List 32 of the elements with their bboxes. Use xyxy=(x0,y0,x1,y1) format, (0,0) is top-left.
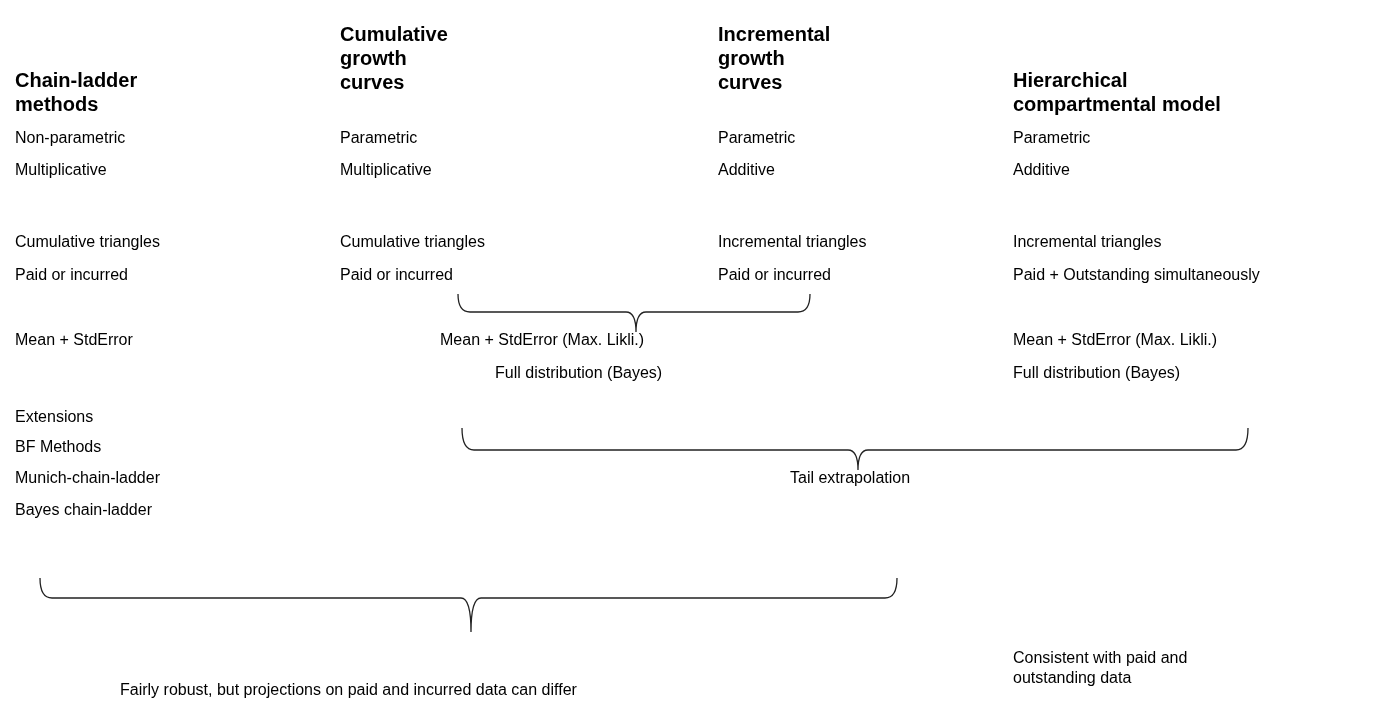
text-label: Fairly robust, but projections on paid and incurred data can differ xyxy=(120,680,577,700)
text-label: Incremental triangles xyxy=(718,232,867,252)
text-label: Consistent with paid and outstanding data xyxy=(1013,648,1189,688)
text-label: Munich-chain-ladder xyxy=(15,468,160,488)
text-label: Multiplicative xyxy=(15,160,107,180)
column-heading: Chain-ladder methods xyxy=(15,68,139,116)
text-label: Paid or incurred xyxy=(15,265,128,285)
text-label: Cumulative triangles xyxy=(340,232,485,252)
text-label: Multiplicative xyxy=(340,160,432,180)
text-label: Parametric xyxy=(340,128,418,148)
text-label: Mean + StdError (Max. Likli.) xyxy=(440,330,645,350)
text-label: Mean + StdError (Max. Likli.) xyxy=(1013,330,1218,350)
text-label: Bayes chain-ladder xyxy=(15,500,152,520)
column-heading: Incremental growth curves xyxy=(718,22,832,94)
text-label: Tail extrapolation xyxy=(790,468,911,488)
text-label: Extensions xyxy=(15,407,94,427)
text-label: Incremental triangles xyxy=(1013,232,1162,252)
text-label: Mean + StdError xyxy=(15,330,133,350)
text-label: Full distribution (Bayes) xyxy=(495,363,663,383)
text-label: Paid + Outstanding simultaneously xyxy=(1013,265,1260,285)
text-label: Full distribution (Bayes) xyxy=(1013,363,1181,383)
text-label: Paid or incurred xyxy=(340,265,453,285)
text-label: Non-parametric xyxy=(15,128,126,148)
text-label: Parametric xyxy=(1013,128,1091,148)
text-label: Additive xyxy=(718,160,775,180)
column-heading: Hierarchical compartmental model xyxy=(1013,68,1222,116)
text-label: Paid or incurred xyxy=(718,265,831,285)
column-heading: Cumulative growth curves xyxy=(340,22,449,94)
text-label: Additive xyxy=(1013,160,1070,180)
text-label: Cumulative triangles xyxy=(15,232,160,252)
text-label: Parametric xyxy=(718,128,796,148)
text-label: BF Methods xyxy=(15,437,102,457)
